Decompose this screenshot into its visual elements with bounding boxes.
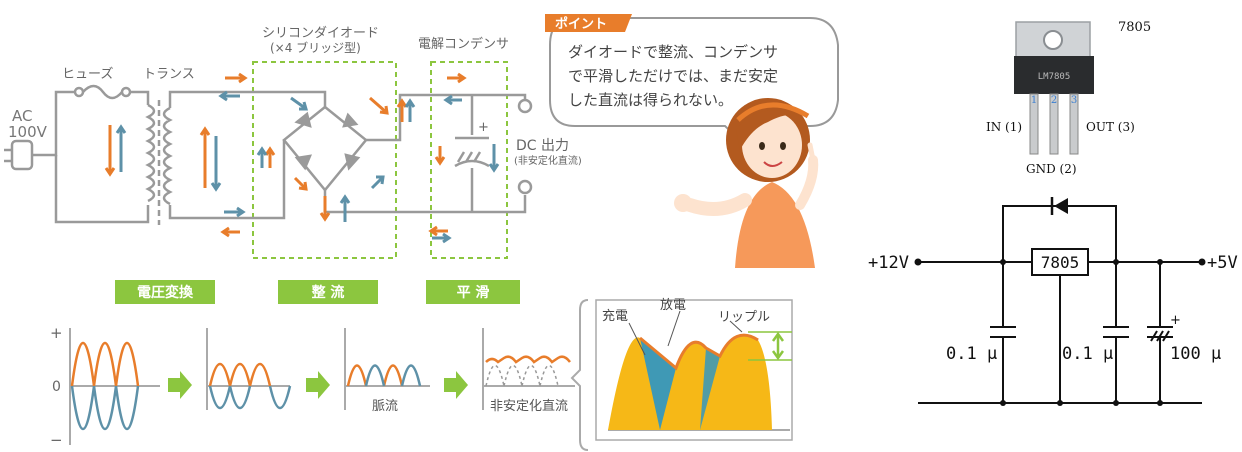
ac-plug-icon	[4, 139, 40, 171]
ic-marking: LM7805	[1038, 72, 1071, 82]
dc-output-sublabel: (非安定化直流)	[514, 154, 582, 167]
pin-number-2: 2	[1051, 95, 1057, 106]
ac-voltage-label: 100V	[8, 123, 48, 141]
fuse-label: ヒューズ	[62, 66, 113, 82]
output-voltage-label: +5V	[1207, 253, 1238, 273]
unstable-dc-label: 非安定化直流	[490, 399, 568, 414]
stage-label-rectify: 整 流	[311, 284, 345, 301]
output-terminal-dot	[1198, 258, 1206, 266]
axis-plus-label: +	[50, 324, 63, 342]
ac-label: AC	[12, 107, 32, 125]
c1-label: 0.1 μ	[946, 344, 997, 364]
power-supply-diagram: AC 100V ヒューズ ト	[4, 26, 582, 304]
axis-zero-label: 0	[52, 379, 61, 395]
capacitor-label: 電解コンデンサ	[418, 36, 509, 52]
ripple-label: リップル	[718, 310, 770, 325]
junction-dot-5	[1057, 400, 1063, 406]
teacher-character-illustration	[674, 98, 819, 268]
waveform-panels: + 0 − 脈流	[50, 298, 793, 451]
electrolytic-capacitor-icon	[454, 136, 490, 168]
ic-7805-label: 7805	[1041, 253, 1080, 272]
dc-output-label: DC 出力	[516, 138, 569, 154]
waveform-transformed	[206, 328, 292, 410]
pin-out-label: OUT (3)	[1086, 120, 1135, 134]
smoothing-stage-box	[430, 61, 508, 259]
bubble-tag: ポイント	[555, 16, 607, 32]
waveform-pulsating	[344, 328, 430, 410]
stage-label-transform: 電圧変換	[137, 284, 194, 301]
detail-bracket	[570, 299, 589, 451]
stage-bar-rectify	[278, 280, 378, 304]
ripple-detail	[595, 299, 793, 441]
bridge-stage-box	[252, 61, 397, 259]
pin-gnd-label: GND (2)	[1026, 162, 1077, 176]
dc-terminal-bottom	[517, 179, 533, 195]
regulator-ic-illustration: LM7805 1 2 3	[1014, 21, 1094, 155]
input-terminal-dot	[914, 258, 922, 266]
junction-dot-6	[1113, 400, 1119, 406]
capacitor-plus-sign: +	[478, 120, 489, 135]
junction-dot-2	[1113, 259, 1119, 265]
fuse-icon	[73, 84, 132, 100]
protection-diode-icon	[1054, 198, 1068, 214]
pulsating-label: 脈流	[372, 399, 398, 414]
c3-label: 100 μ	[1170, 344, 1221, 364]
axis-minus-label: −	[50, 431, 63, 449]
current-arrows	[104, 72, 500, 244]
arrow-3-icon	[444, 371, 468, 399]
charge-label: 充電	[602, 308, 628, 324]
dc-terminal-top	[517, 98, 533, 114]
circuit-wiring	[40, 90, 527, 224]
stage-bar-transform	[115, 280, 215, 304]
diode-3-icon	[294, 154, 313, 171]
ic-7805-box	[1031, 248, 1089, 276]
pin-in-label: IN (1)	[986, 120, 1022, 134]
pin-number-1: 1	[1031, 95, 1037, 106]
pin-number-3: 3	[1071, 95, 1077, 106]
transformer-label: トランス	[143, 67, 195, 82]
regulator-part-name: 7805	[1118, 20, 1151, 35]
input-voltage-label: +12V	[868, 253, 909, 273]
bubble-line-2: で平滑しただけでは、まだ安定	[568, 67, 778, 85]
regulator-schematic	[918, 205, 1202, 404]
discharge-label: 放電	[660, 298, 686, 313]
bubble-line-3: した直流は得られない。	[568, 91, 733, 109]
transformer-icon	[145, 100, 173, 225]
junction-dot-3	[1157, 259, 1163, 265]
junction-dot-4	[1000, 400, 1006, 406]
bubble-line-1: ダイオードで整流、コンデンサ	[568, 43, 778, 61]
bridge-rectifier	[282, 105, 368, 192]
arrow-1-icon	[168, 371, 192, 399]
waveform-ac	[69, 328, 160, 445]
c2-label: 0.1 μ	[1062, 344, 1113, 364]
diode-2-icon	[342, 112, 359, 128]
diode-1-icon	[294, 111, 312, 128]
stage-label-smooth: 平 滑	[457, 284, 490, 301]
waveform-unstable-dc	[482, 328, 575, 410]
stage-labels: 電圧変換 整 流 平 滑	[115, 280, 520, 304]
junction-dot-7	[1157, 400, 1163, 406]
diode-title: シリコンダイオード	[262, 26, 379, 41]
stage-bar-smooth	[426, 280, 520, 304]
diode-4-icon	[344, 153, 361, 171]
diode-subtitle: (×4 ブリッジ型)	[270, 40, 361, 55]
arrow-2-icon	[306, 371, 330, 399]
junction-dot-1	[1000, 259, 1006, 265]
c3-plus-sign: +	[1170, 313, 1181, 328]
